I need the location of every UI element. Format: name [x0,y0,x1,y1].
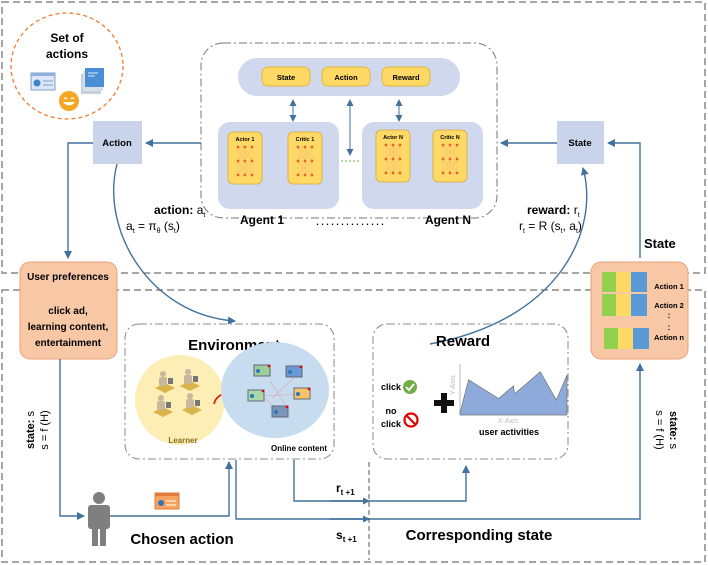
panel-to-state-arrow [607,139,641,258]
state-panel: Action 1 Action 2 : : Action n [590,261,689,360]
action-box-label: Action [102,138,132,149]
chosen-action-label: Chosen action [130,531,233,548]
web-content-node-icon [293,387,311,400]
actor-n-card-label: Actor N [383,135,403,141]
hub-state-label: State [277,73,295,82]
action-formula-line1: action: at [154,203,205,219]
prefs-to-user-arrow [59,359,85,520]
user-prefs-line3: entertainment [35,338,102,349]
state-item-1: Action 1 [654,282,684,291]
hub-state[interactable]: State [261,66,311,87]
user-activities-chart: Y-Axis X-Axis user activities [450,364,568,437]
bottom-frame [1,289,706,563]
activity-area [459,371,568,416]
webpage-card-icon [154,492,180,510]
learner-desk-icon [180,369,200,391]
online-content-ellipse [221,342,329,438]
learner-desk-icon [182,393,202,415]
user-to-environment-arrow [110,461,233,517]
reward-to-state-arrow [429,167,589,345]
check-icon [403,380,417,394]
smiley-icon [59,91,79,111]
learners-icon [153,369,202,417]
learner-circle [135,355,225,445]
no-click-label-1: no [386,406,397,416]
left-state-label-1: state: s [25,411,37,449]
set-of-actions: Set of actions [10,12,124,120]
right-state-label-1: state: s [667,411,679,449]
user-preferences-box: User preferences click ad, learning cont… [19,261,118,360]
state-heading: State [644,236,676,251]
critic-1-card: Critic 1 [287,131,323,185]
critic-n-card-label: Critic N [440,135,460,141]
online-content-network [247,364,311,418]
user-prefs-title: User preferences [27,272,109,283]
left-state-label-2: s = f (H) [39,410,51,449]
state-row-2 [602,294,647,316]
online-content-label: Online content [271,444,327,453]
top-frame [1,1,706,274]
state-ellipsis-2: : [668,323,671,332]
no-icon [403,412,419,428]
r-next-label: rt +1 [336,481,355,497]
environment-box [124,323,335,460]
action-to-prefs-arrow [64,142,93,259]
plus-icon [434,393,454,413]
state-box-label: State [568,138,591,149]
learner-desk-icon [155,371,175,393]
reward-formula-line1: reward: rt [527,203,580,219]
state-row-n [604,328,649,349]
actor-n-card: Actor N [375,129,411,183]
web-content-node-icon [247,389,265,402]
action-formula-line2: at = πθ (st) [126,219,180,235]
set-of-actions-title-2: actions [46,47,88,61]
user-prefs-line1: click ad, [48,306,88,317]
hub-action-label: Action [334,73,358,82]
action-box[interactable]: Action [93,121,142,164]
state-ellipsis: : [668,311,671,320]
state-item-n: Action n [654,333,684,342]
environment-s-arrow [235,363,644,520]
hub-action[interactable]: Action [321,66,371,87]
right-state-label-2: s = f (H) [653,410,665,449]
click-label: click [381,382,402,392]
set-of-actions-title: Set of [50,31,84,45]
corresponding-state-label: Corresponding state [406,527,553,544]
user-prefs-line2: learning content, [28,322,109,333]
action-to-environment-arrow [113,163,236,325]
user-icon [88,492,110,546]
reward-formula-line2: rt = R (st, at) [519,219,582,235]
actor-1-card: Actor 1 [227,131,263,185]
s-next-label: st +1 [336,528,357,544]
reward-title: Reward [436,333,490,350]
state-row-1 [602,272,647,292]
web-content-node-icon [285,365,303,378]
agent-n-label: Agent N [425,213,471,227]
web-content-node-icon [271,405,289,418]
actor-1-card-label: Actor 1 [236,137,255,143]
web-content-node-icon [253,364,271,377]
document-stack-icon [81,68,104,94]
critic-1-card-label: Critic 1 [296,137,315,143]
user-activities-label: user activities [479,427,539,437]
x-axis-label: X-Axis [498,418,519,425]
y-axis-label: Y-Axis [450,375,457,395]
learner-label: Learner [168,436,197,445]
no-click-label-2: click [381,419,402,429]
hub-reward-label: Reward [392,73,420,82]
agent-1-label: Agent 1 [240,213,284,227]
reward-box [372,323,569,460]
agents-ellipsis: . . . . . . . . . . . . . . [316,217,384,227]
learner-desk-icon [153,395,173,417]
environment-r-arrow [293,460,470,502]
agents-container [200,42,498,219]
webpage-icon [30,72,56,91]
state-box[interactable]: State [557,121,604,164]
critic-n-card: Critic N [432,129,468,183]
hub-reward[interactable]: Reward [381,66,431,87]
state-item-2: Action 2 [654,301,684,310]
